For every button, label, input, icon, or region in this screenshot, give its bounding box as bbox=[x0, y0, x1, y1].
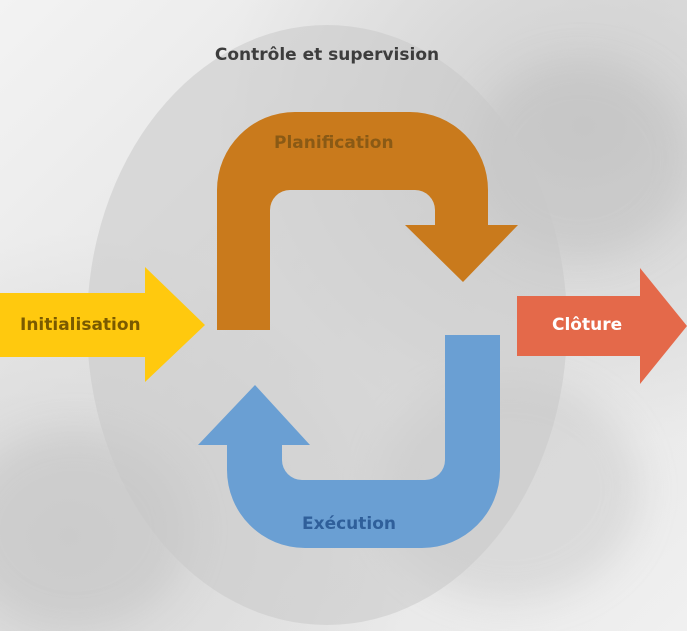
planification-label: Planification bbox=[274, 133, 394, 153]
execution-uturn-arrow-icon bbox=[198, 335, 500, 548]
supervision-title: Contrôle et supervision bbox=[214, 45, 440, 65]
cloture-label: Clôture bbox=[552, 315, 623, 335]
planification-uturn-arrow-icon bbox=[217, 112, 518, 330]
execution-label: Exécution bbox=[302, 514, 397, 534]
initialisation-label: Initialisation bbox=[20, 315, 141, 335]
initialisation-arrow-icon bbox=[0, 267, 205, 382]
cloture-arrow-icon bbox=[517, 268, 687, 384]
